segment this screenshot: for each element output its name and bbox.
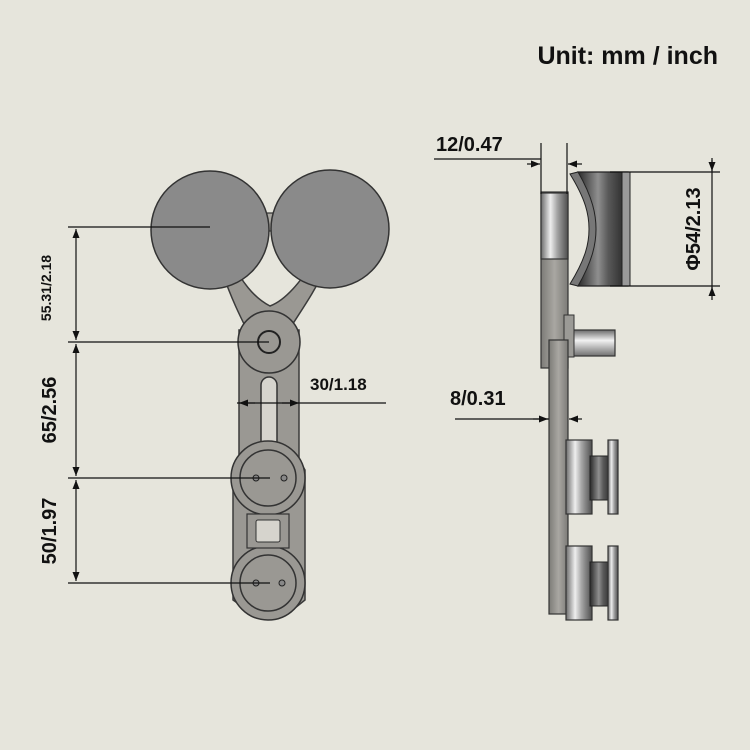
pin-collar (563, 314, 575, 358)
dim-label-top: 12/0.47 (436, 134, 503, 156)
front-dimensions (68, 226, 386, 584)
dim-label-upper: 55.31/2.18 (38, 255, 54, 321)
grooved-wheel-front (569, 171, 597, 287)
lower-side-bearing-body (565, 545, 593, 621)
right-wheel (270, 169, 390, 289)
left-wheel (150, 170, 270, 290)
dim-label-width: 30/1.18 (310, 375, 367, 394)
unit-label: Unit: mm / inch (537, 42, 718, 70)
spacer-cylinder (540, 192, 569, 260)
side-dimensions (434, 143, 720, 423)
front-view (150, 169, 390, 621)
dim-label-diameter: Φ54/2.13 (683, 187, 705, 270)
dim-label-middle: 65/2.56 (39, 377, 61, 444)
dim-label-lower: 50/1.97 (39, 498, 61, 565)
side-plate (548, 339, 569, 615)
upper-side-bearing-cap (607, 439, 619, 515)
upper-side-bearing-body (565, 439, 593, 515)
lower-bearing-hole-right (278, 579, 286, 587)
dim-label-plate: 8/0.31 (450, 388, 506, 410)
lower-side-bearing-cap (607, 545, 619, 621)
upper-bearing-hole-right (280, 474, 288, 482)
bearing-link-slot (255, 519, 281, 543)
grooved-wheel-flange (621, 171, 631, 287)
side-view (540, 171, 631, 621)
adjustment-slot (260, 376, 278, 450)
